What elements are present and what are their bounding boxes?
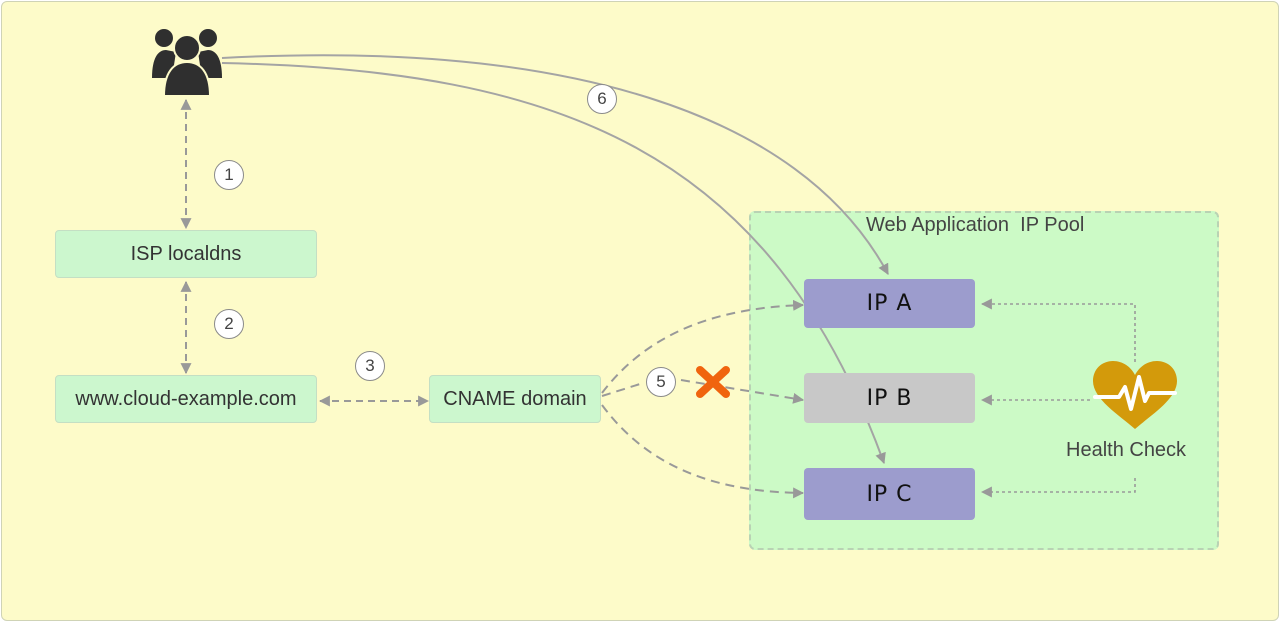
step-badge-5: 5 — [646, 367, 676, 397]
step-badge-2: 2 — [214, 309, 244, 339]
arrow-users-ipa — [221, 54, 889, 275]
health-check-label: Health Check — [1066, 439, 1187, 461]
step-badge-1: 1 — [214, 160, 244, 190]
users-icon — [152, 29, 222, 97]
step-badge-3: 3 — [355, 351, 385, 381]
ip-a-node: IP A — [804, 279, 975, 328]
health-line-ipa — [980, 298, 1136, 362]
arrow-cname-ipa — [601, 299, 805, 394]
arrow-cname-ipb — [601, 383, 641, 397]
domain-node: www.cloud-example.com — [55, 375, 317, 423]
step-badge-6: 6 — [587, 84, 617, 114]
arrow-users-ipc — [221, 62, 886, 465]
x-mark-icon — [696, 366, 730, 398]
heart-pulse-icon — [1093, 361, 1177, 429]
arrow-cname-ipc — [601, 404, 805, 499]
health-line-ipc — [980, 478, 1136, 498]
isp-localdns-node: ISP localdns — [55, 230, 317, 278]
cname-node: CNAME domain — [429, 375, 601, 423]
ip-b-node: IP B — [804, 373, 975, 423]
ip-pool-title: Web Application IP Pool — [866, 214, 1085, 236]
arrow-cname-ipb-tail — [680, 379, 805, 404]
ip-c-node: IP C — [804, 468, 975, 520]
